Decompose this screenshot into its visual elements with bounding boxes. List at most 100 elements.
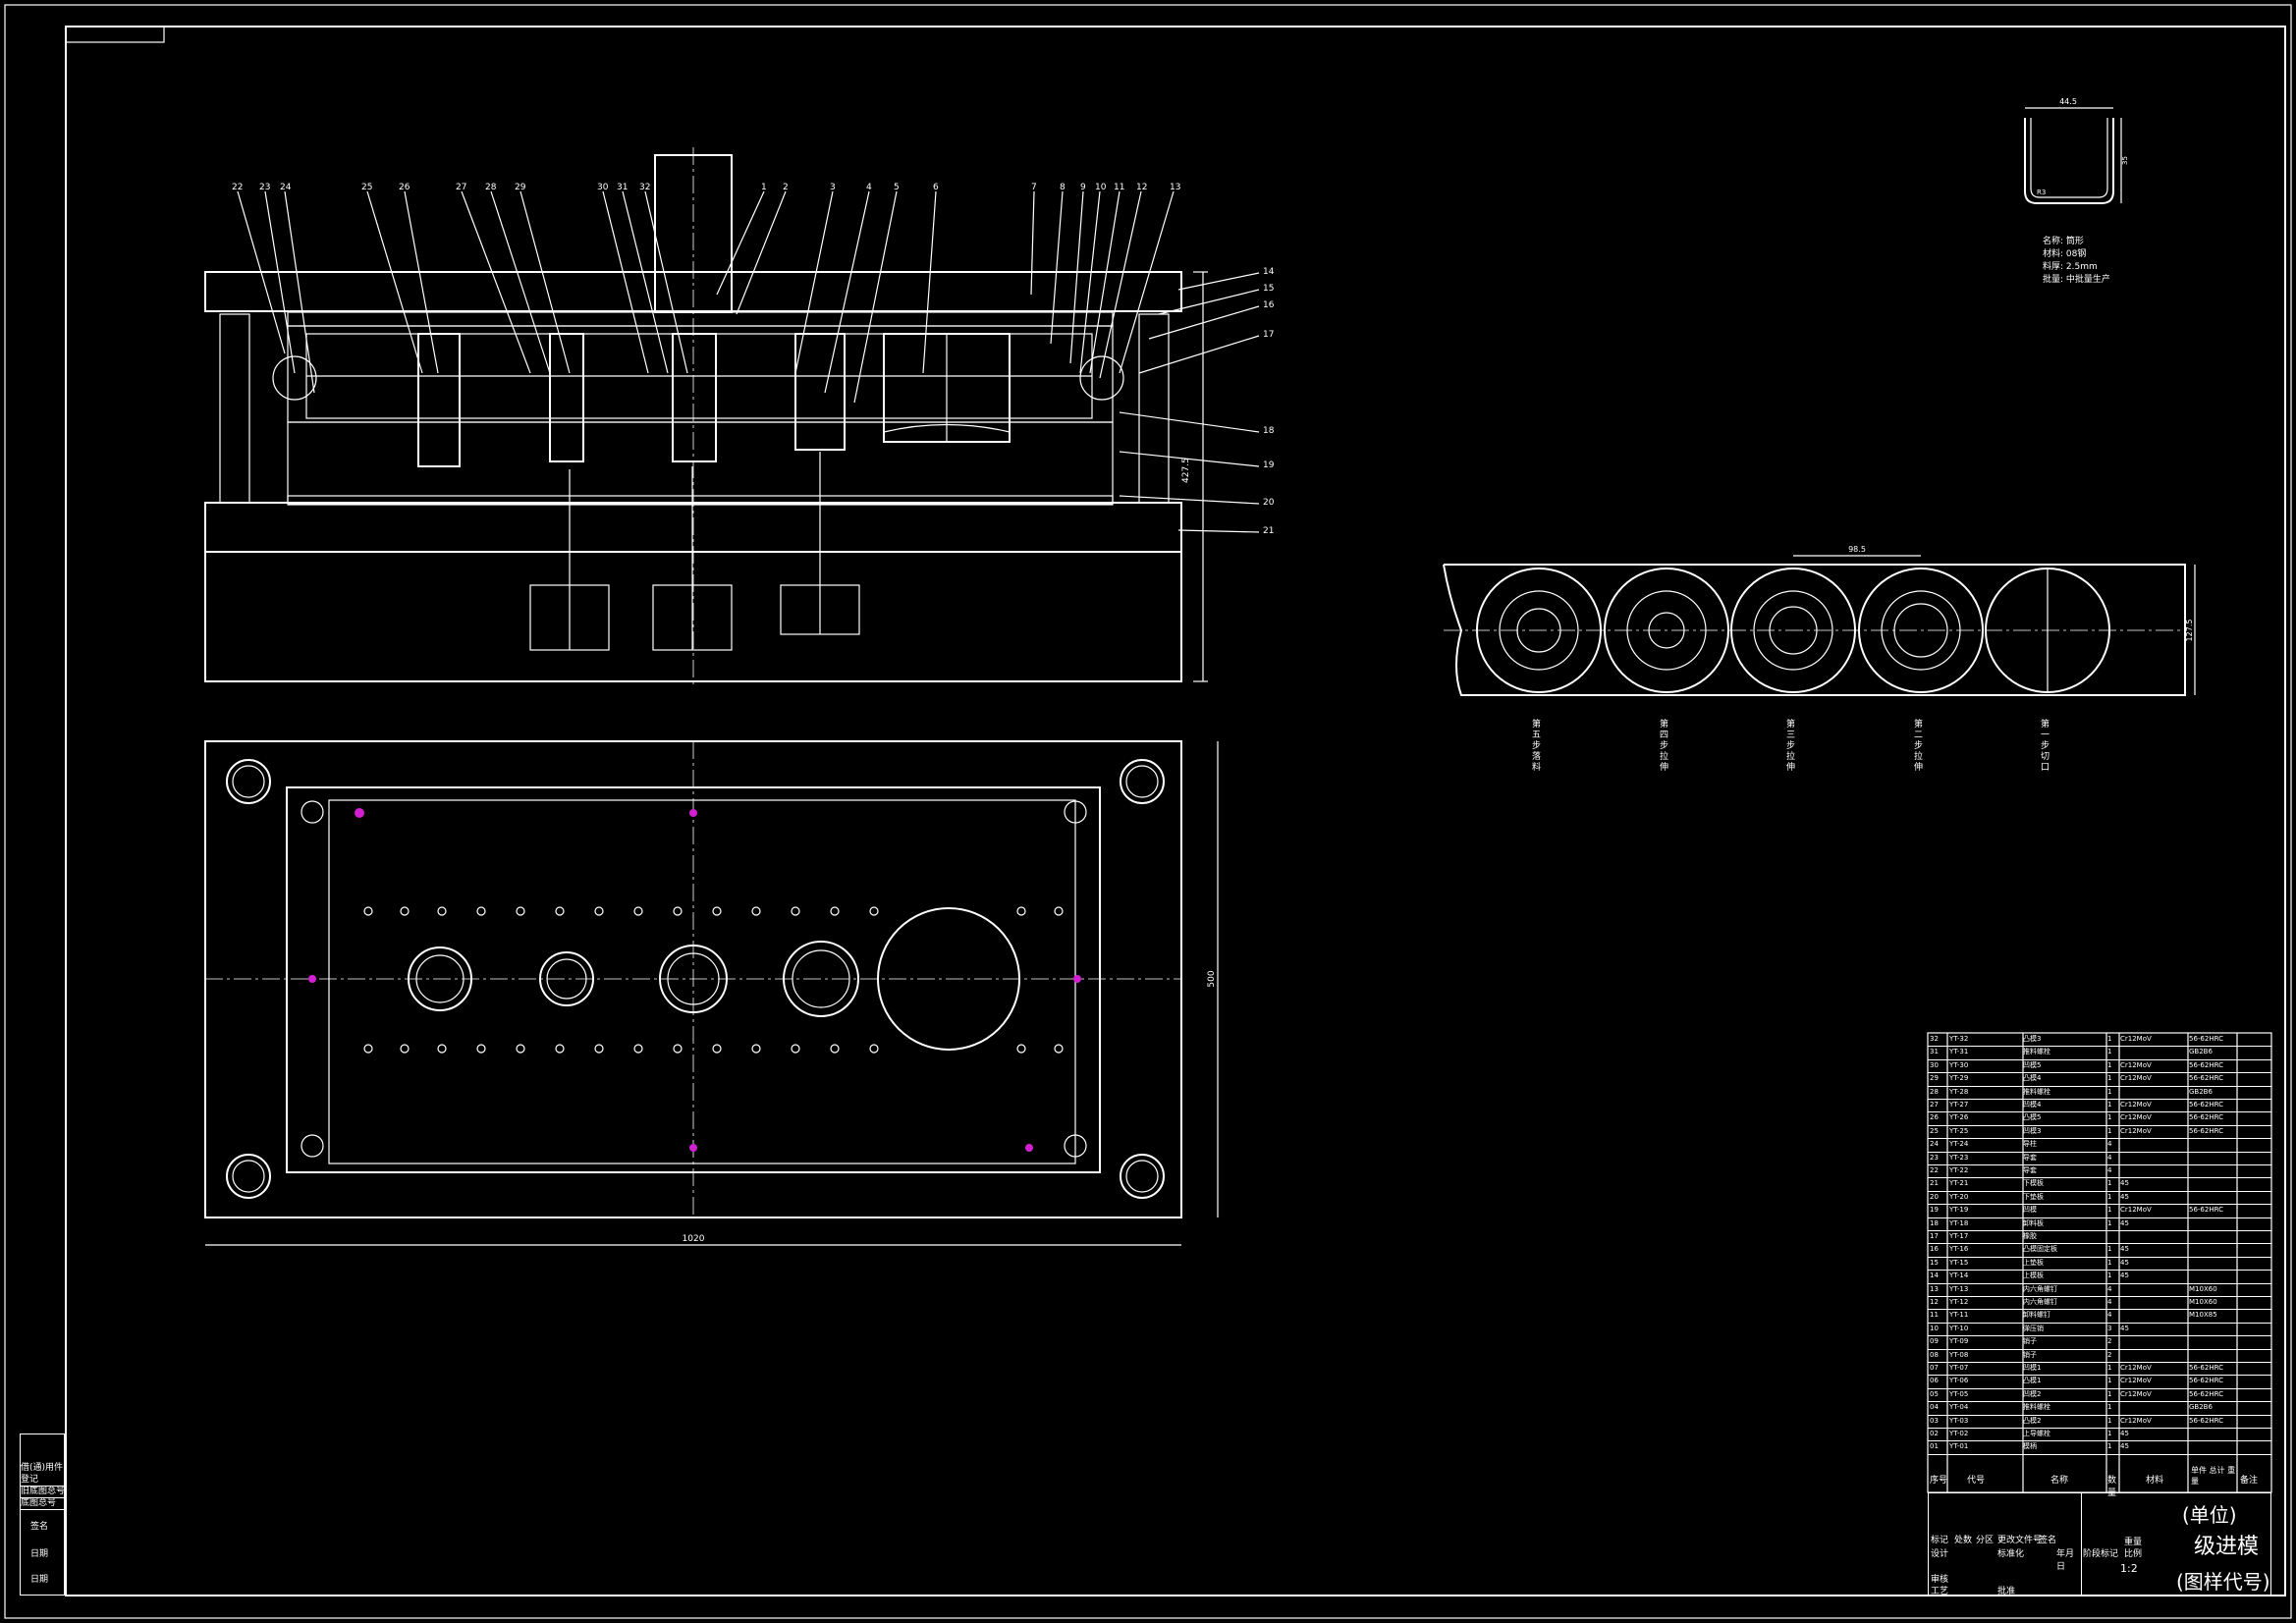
bom-cell: 1 (2107, 1113, 2112, 1122)
bom-cell: YT-20 (1949, 1192, 1969, 1201)
bom-cell: 25 (1930, 1126, 1939, 1135)
bom-cell: 1 (2107, 1430, 2112, 1437)
part-num: 1 (761, 183, 767, 192)
strip-layout (1443, 555, 2196, 696)
part-num: 31 (617, 183, 629, 192)
punch-1 (417, 333, 461, 467)
bom-cell: 31 (1930, 1048, 1939, 1056)
punch-4 (794, 333, 846, 451)
bom-cell: 09 (1930, 1337, 1939, 1346)
bom-cell: 凹模4 (2023, 1101, 2042, 1109)
bom-cell: 4 (2107, 1166, 2112, 1174)
tb-label: 审核 (1931, 1575, 1949, 1585)
bom-cell: 导套 (2023, 1166, 2037, 1174)
bom-cell: Cr12MoV (2120, 1126, 2152, 1135)
guide-post-left (219, 313, 250, 504)
bom-cell: 45 (2120, 1324, 2129, 1332)
bom-cell: 凹模3 (2023, 1126, 2042, 1135)
bom-cell: 上垫板 (2023, 1258, 2044, 1267)
part-note-3: 料厚: 2.5mm (2043, 260, 2098, 272)
bom-cell: 凸模2 (2023, 1416, 2042, 1425)
side-block: 借(通)用件登记 旧底图总号 底图总号 签名 日期 日期 (20, 1434, 66, 1596)
part-num: 13 (1170, 183, 1181, 192)
bom-cell: 4 (2107, 1311, 2112, 1320)
bom-cell: 56-62HRC (2189, 1416, 2224, 1425)
bom-cell: YT-07 (1949, 1364, 1969, 1372)
part-num: 17 (1263, 330, 1275, 340)
bom-cell: M10X60 (2189, 1298, 2217, 1306)
bom-cell: 56-62HRC (2189, 1377, 2224, 1385)
bom-cell: 1 (2107, 1126, 2112, 1135)
bom-cell: 3 (2107, 1324, 2112, 1332)
bom-cell: 27 (1930, 1101, 1939, 1109)
plan-view (204, 740, 1182, 1218)
bom-cell: 凹模2 (2023, 1389, 2042, 1398)
tb-label: 处数 (1954, 1536, 1973, 1545)
part-num: 19 (1263, 460, 1275, 470)
station-label-1: 第一步切口 (2041, 720, 2050, 773)
bom-cell: 1 (2107, 1416, 2112, 1425)
bom-cell: 模柄 (2023, 1442, 2037, 1451)
punch-3 (672, 333, 717, 462)
bom-cell: 56-62HRC (2189, 1389, 2224, 1398)
bom-cell: YT-04 (1949, 1403, 1969, 1412)
bom-cell: 12 (1930, 1298, 1939, 1306)
bom-cell: 22 (1930, 1166, 1939, 1174)
bom-cell: 销子 (2023, 1337, 2037, 1346)
part-num: 14 (1263, 267, 1275, 277)
part-num: 23 (259, 183, 271, 192)
bom-cell: 45 (2120, 1442, 2129, 1451)
part-num: 18 (1263, 426, 1275, 436)
bom-cell: 导柱 (2023, 1140, 2037, 1149)
tb-label: 更改文件号 (1997, 1536, 2043, 1545)
bom-cell: 凸模3 (2023, 1035, 2042, 1043)
part-dim-height: 35 (2121, 156, 2129, 165)
station-label-3: 第三步拉伸 (1786, 720, 1796, 773)
bom-cell: 45 (2120, 1258, 2129, 1267)
bom-cell: 销子 (2023, 1350, 2037, 1359)
bom-cell: YT-31 (1949, 1048, 1969, 1056)
tb-scale: 1:2 (2120, 1562, 2138, 1575)
bom-cell: 56-62HRC (2189, 1101, 2224, 1109)
bom-cell: 凸模5 (2023, 1113, 2042, 1122)
part-num: 27 (456, 183, 467, 192)
bom-cell: YT-11 (1949, 1311, 1969, 1320)
tb-label: 分区 (1976, 1536, 1995, 1545)
bom-cell: YT-16 (1949, 1245, 1969, 1254)
bom-cell: 下垫板 (2023, 1192, 2044, 1201)
bom-cell: 凹模1 (2023, 1364, 2042, 1372)
part-num: 9 (1080, 183, 1086, 192)
bom-cell: 16 (1930, 1245, 1939, 1254)
bom-cell: 凹模5 (2023, 1060, 2042, 1069)
side-label: 旧底图总号 (21, 1487, 66, 1498)
bom-cell: YT-17 (1949, 1232, 1969, 1240)
part-num: 20 (1263, 498, 1275, 508)
side-label: 日期 (30, 1575, 49, 1585)
bom-cell: 推料螺栓 (2023, 1087, 2050, 1096)
bom-cell: YT-18 (1949, 1218, 1969, 1227)
part-num: 24 (280, 183, 292, 192)
bom-header-name: 名称 (2050, 1476, 2069, 1486)
part-num: 21 (1263, 526, 1275, 536)
bom-cell: 17 (1930, 1232, 1939, 1240)
part-num: 16 (1263, 300, 1275, 310)
bom-cell: 30 (1930, 1060, 1939, 1069)
bom-cell: 内六角螺钉 (2023, 1298, 2057, 1306)
bom-cell: 11 (1930, 1311, 1939, 1320)
bom-cell: 橡胶 (2023, 1232, 2037, 1240)
bom-cell: 13 (1930, 1284, 1939, 1293)
bom-cell: 01 (1930, 1442, 1939, 1451)
bom-cell: 56-62HRC (2189, 1074, 2224, 1083)
bom-cell: 1 (2107, 1389, 2112, 1398)
bom-cell: YT-01 (1949, 1442, 1969, 1451)
part-num: 26 (399, 183, 410, 192)
bom-header-no: 序号 (1930, 1476, 1948, 1486)
bom-cell: Cr12MoV (2120, 1074, 2152, 1083)
